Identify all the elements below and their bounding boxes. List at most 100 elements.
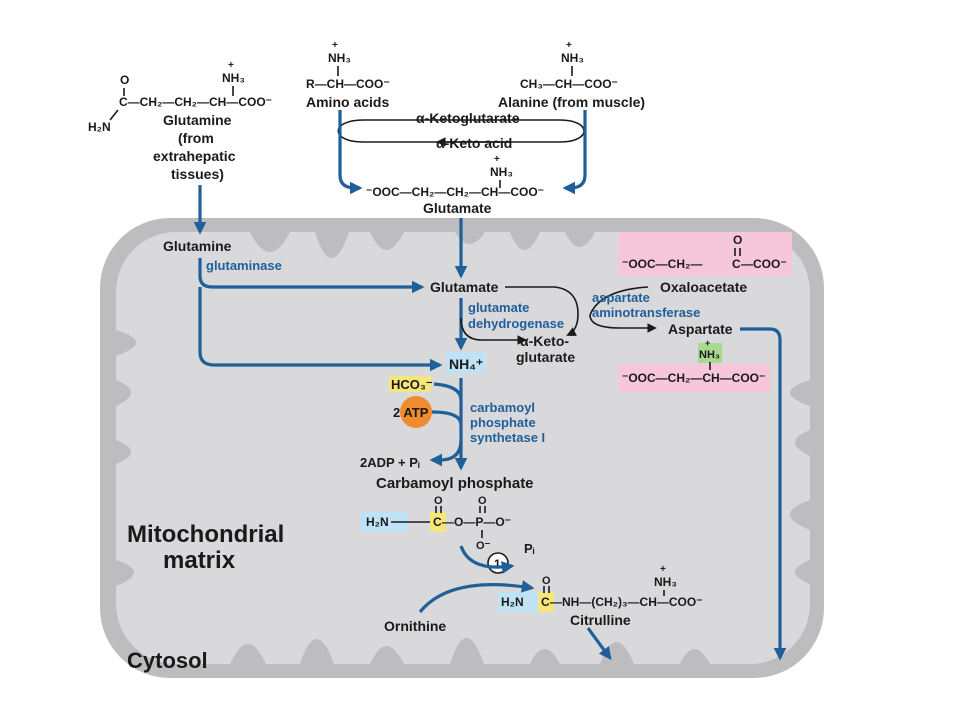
glutamate-mito-label: Glutamate [430,279,499,295]
aspartate-export-arrow [740,327,787,661]
glu-nh3: NH₃ [490,165,513,179]
ala-plus: + [566,40,572,51]
cristae-right [790,380,810,584]
gln-h2n: H₂N [88,120,111,134]
gln-nh3: NH₃ [222,71,245,85]
cp-rest: —O—P—O⁻ [442,515,511,529]
cp-c: C [433,515,442,529]
glutamate-to-ketoglutarate [460,317,527,345]
cp-o-top-2: O [478,495,487,507]
asp-chain: ⁻OOC—CH₂—CH—COO⁻ [622,371,765,385]
oxaloacetate-structure: O ⁻OOC—CH₂— C —COO⁻ Oxaloacetate [622,233,787,295]
ala-chain: CH₃—CH—COO⁻ [520,77,618,91]
cit-rest: —NH—(CH₂)₃—CH—COO⁻ [550,595,703,609]
oaa-c: C [732,257,741,271]
amino-acids-label: Amino acids [306,94,389,110]
oaa-o: O [733,233,742,247]
cit-c-highlight [538,592,554,612]
aat-curve-b [589,286,657,333]
asp-plus: + [705,338,710,348]
step-1-number: 1 [494,557,501,571]
oxaloacetate-label: Oxaloacetate [660,279,747,295]
cit-nh3: NH₃ [654,575,677,589]
carbamoyl-phosphate-label: Carbamoyl phosphate [376,475,534,492]
citrulline-export-arrow [586,627,612,661]
aat-label-1: aspartate [592,290,650,305]
adp-pi-label: 2ADP + Pᵢ [360,455,420,470]
cit-o: O [542,575,551,587]
ketoglutarate-mito-label-1: α-Keto- [520,333,569,349]
oaa-chain-b: —COO⁻ [741,257,787,271]
glutamine-label: Glutamine [163,112,232,128]
gln-o: O [120,73,129,87]
alanine-label: Alanine (from muscle) [498,94,645,110]
gln-chain: C—CH₂—CH₂—CH—COO⁻ [119,95,272,109]
aspartate-structure: + NH₃ ⁻OOC—CH₂—CH—COO⁻ [622,338,765,385]
cp-c-highlight [430,512,446,532]
aa-chain: R—CH—COO⁻ [306,77,390,91]
glu-chain: ⁻OOC—CH₂—CH₂—CH—COO⁻ [366,185,544,199]
ketoglutarate-mito-label-2: glutarate [516,349,575,365]
aa-plus: + [332,40,338,51]
pi-out-label: Pᵢ [524,541,535,556]
inner-matrix [116,232,810,664]
atp-label: 2 ATP [393,405,429,420]
cps-label-1: carbamoyl [470,400,535,415]
ala-nh3: NH₃ [561,51,584,65]
cps-label-2: phosphate [470,415,536,430]
citrulline-structure: O + NH₃ H₂N C —NH—(CH₂)₃—CH—COO⁻ Citrull… [501,564,703,628]
carbamoyl-phosphate-structure: O O H₂N C —O—P—O⁻ O⁻ [366,495,511,552]
glu-plus: + [494,154,500,165]
atp-join [431,410,463,426]
mitochondrial-matrix-label-2: matrix [163,547,236,574]
ketoglutarate-top-label: α-Ketoglutarate [416,110,520,126]
alanine-structure: + NH₃ CH₃—CH—COO⁻ Alanine (from muscle) [498,40,645,110]
asp-nh3: NH₃ [699,349,720,361]
aspartate-label: Aspartate [668,321,733,337]
mitochondrial-matrix-label-1: Mitochondrial [127,521,284,548]
cristae-top [250,232,595,258]
pi-out-arrow [459,545,515,574]
glutamine-structure: O + NH₃ C—CH₂—CH₂—CH—COO⁻ H₂N Glutamine … [88,60,272,182]
cit-h2n: H₂N [501,595,524,609]
glutamine-note-2: extrahepatic [153,148,236,164]
nh4-highlight [446,352,486,374]
nh4-label: NH₄⁺ [449,356,483,372]
amino-acids-structure: + NH₃ R—CH—COO⁻ Amino acids [306,40,390,110]
gln-plus: + [228,60,234,71]
cp-h2n: H₂N [366,515,389,529]
cps-label-3: synthetase I [470,430,545,445]
citrulline-label: Citrulline [570,612,631,628]
hco3-label: HCO₃⁻ [391,377,433,392]
ornithine-label: Ornithine [384,618,446,634]
adp-out-arrow [429,439,463,467]
hco3-highlight [389,376,431,392]
ornithine-arrow [418,580,535,614]
oxaloacetate-highlight [618,232,792,276]
cit-h2n-highlight [498,592,538,612]
cytosol-label: Cytosol [127,648,208,673]
aat-curve-a [505,286,579,336]
glutamine-mito-label: Glutamine [163,238,232,254]
aa-nh3: NH₃ [328,51,351,65]
glutaminase-label: glutaminase [206,258,282,273]
transamination-cycle: α-Ketoglutarate α-Keto acid [337,110,587,195]
oaa-chain-a: ⁻OOC—CH₂— [622,257,702,271]
aat-label-2: aminotransferase [592,305,700,320]
aspartate-nh3-highlight [698,343,722,363]
cp-h2n-highlight [360,512,408,532]
glutamate-dh-label-2: dehydrogenase [468,316,564,331]
cristae-left [116,330,136,586]
glutamine-note-3: tissues) [171,166,224,182]
atp-circle [400,396,432,428]
glutamine-note-1: (from [178,130,214,146]
glutamate-top-label: Glutamate [423,200,492,216]
aspartate-highlight [618,364,770,392]
glutamine-nh4-arrow [198,287,443,372]
cit-c: C [541,595,550,609]
cp-o-top-1: O [434,495,443,507]
keto-acid-label: α-Keto acid [436,135,512,151]
glutamate-dh-label-1: glutamate [468,300,529,315]
glutaminase-arrow [198,258,425,294]
